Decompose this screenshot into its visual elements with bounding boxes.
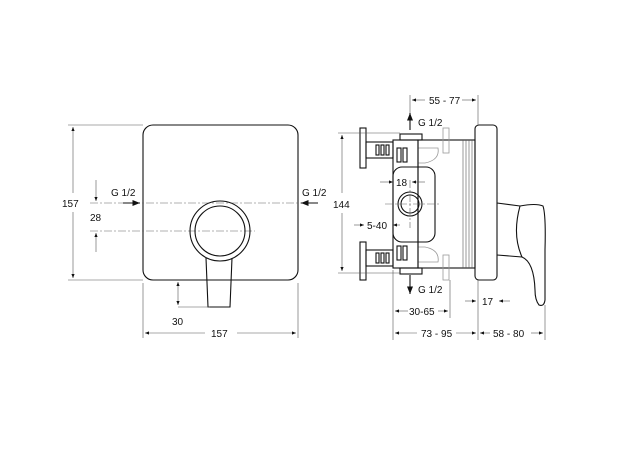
inlet-right-label: G 1/2 — [302, 188, 327, 199]
height-dimension: 157 — [62, 199, 79, 210]
side-view: 144 55 - 77 G 1/2 18 5-40 G 1/2 17 30-65… — [333, 95, 546, 340]
body-depth-dimension: 30-65 — [409, 307, 435, 318]
plate-dimension: 17 — [482, 297, 494, 308]
bottom-connection-label: G 1/2 — [418, 285, 443, 296]
top-connection-label: G 1/2 — [418, 118, 443, 129]
side-handle — [496, 202, 546, 306]
bore-dimension: 18 — [396, 178, 408, 189]
stop-valve-bottom — [359, 241, 394, 281]
handle-depth-dimension: 58 - 80 — [493, 329, 525, 340]
stop-valve-top — [359, 127, 394, 169]
inlet-left-label: G 1/2 — [111, 188, 136, 199]
lever-handle — [189, 200, 251, 308]
lever-drop-dimension: 30 — [172, 317, 184, 328]
valve-body — [392, 166, 436, 243]
offset-dimension: 28 — [90, 213, 102, 224]
thread-ribs — [462, 140, 473, 268]
install-depth-dimension: 73 - 95 — [421, 329, 453, 340]
width-dimension: 157 — [211, 329, 228, 340]
front-view: 157 28 G 1/2 G 1/2 30 157 — [62, 124, 327, 340]
side-height-dimension: 144 — [333, 200, 350, 211]
adjust-dimension: 5-40 — [367, 221, 387, 232]
side-cover-plate — [474, 124, 498, 281]
depth-top-dimension: 55 - 77 — [429, 96, 461, 107]
cover-plate — [142, 124, 299, 281]
